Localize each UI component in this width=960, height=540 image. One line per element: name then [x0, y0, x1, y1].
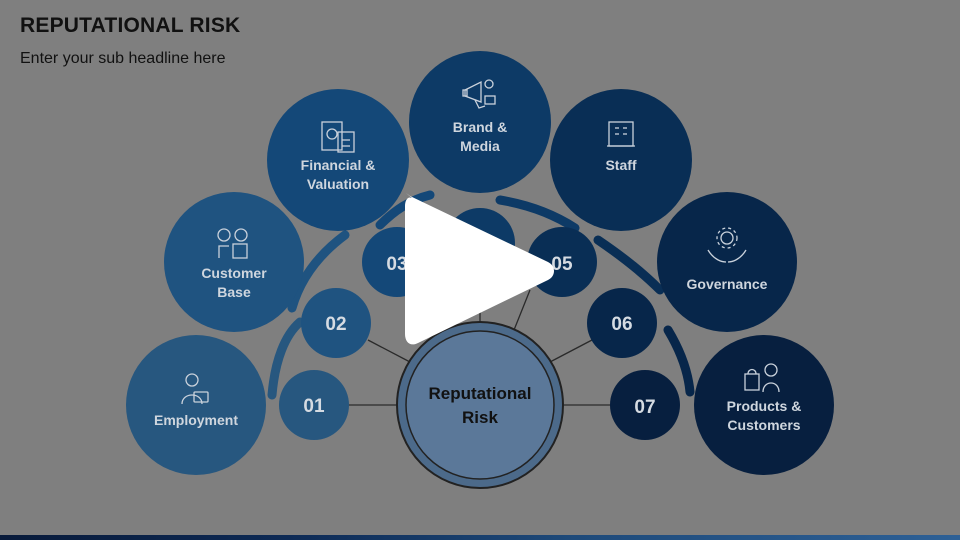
- item-number: 07: [634, 397, 655, 418]
- item-label-2: Valuation: [307, 176, 369, 192]
- item-number: 03: [386, 254, 407, 275]
- item-employment: Employment 01: [126, 335, 349, 475]
- item-label-2: Media: [460, 138, 500, 154]
- item-label: Staff: [605, 157, 636, 173]
- item-label: Products &: [727, 398, 802, 414]
- page-title: REPUTATIONAL RISK: [20, 14, 241, 37]
- item-label-2: Customers: [727, 417, 800, 433]
- item-label: Brand &: [453, 119, 507, 135]
- megaphone-icon: [462, 79, 496, 109]
- item-customer-base: Customer Base 02: [164, 192, 371, 358]
- item-number: 01: [303, 396, 325, 417]
- play-icon[interactable]: [405, 193, 554, 345]
- page-subtitle: Enter your sub headline here: [20, 50, 226, 67]
- building-icon: [607, 121, 635, 147]
- center-label-line2: Risk: [462, 408, 498, 427]
- circle-joins: [267, 190, 695, 400]
- item-label: Governance: [687, 276, 768, 292]
- item-label: Customer: [201, 265, 267, 281]
- item-label-2: Base: [217, 284, 251, 300]
- shopping-icon: [744, 363, 780, 393]
- center-node: Reputational Risk: [396, 321, 564, 489]
- item-number: 05: [551, 254, 573, 275]
- item-label: Employment: [154, 412, 238, 428]
- item-number: 06: [611, 314, 632, 335]
- bottom-accent-bar: [0, 535, 960, 540]
- employee-icon: [181, 373, 209, 405]
- gear-hands-icon: [707, 227, 747, 263]
- item-products-customers: Products & Customers 07: [610, 335, 834, 475]
- item-governance: Governance 06: [587, 192, 797, 358]
- item-label: Financial &: [301, 157, 376, 173]
- center-label-line1: Reputational: [429, 384, 532, 403]
- customer-icon: [217, 228, 248, 259]
- item-number: 02: [325, 314, 346, 335]
- finance-icon: [321, 121, 355, 153]
